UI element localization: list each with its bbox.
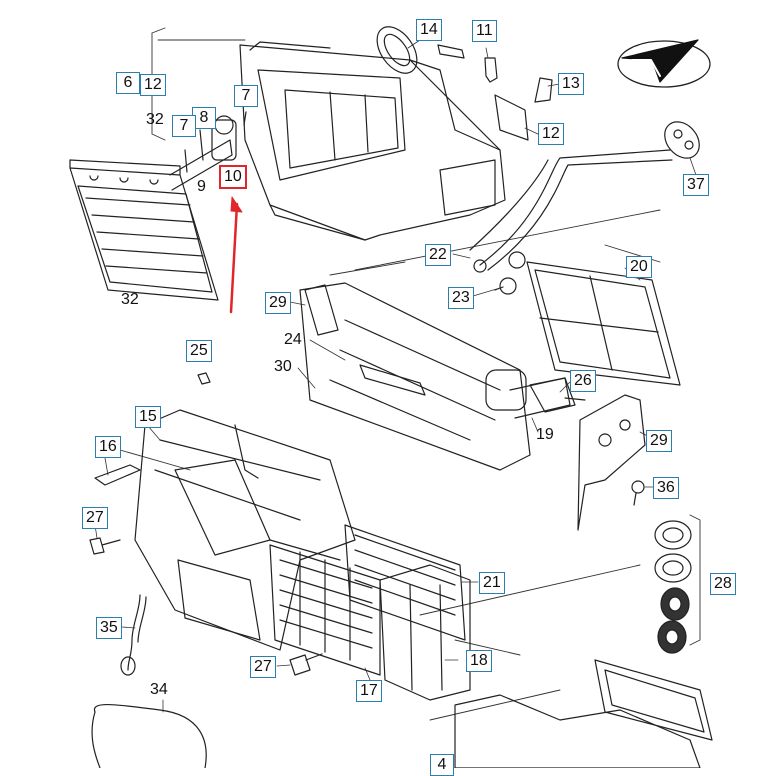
callout-20: 20 [626,256,652,278]
side-cover-right-part [577,394,646,531]
callout-13: 13 [558,73,584,95]
temp-sensor-part [89,537,323,676]
upper-distribution-housing-part [239,41,506,241]
callout-6: 6 [116,72,140,94]
callout-21: 21 [479,572,505,594]
highlight-arrow [229,196,243,314]
coolant-pipes-part [469,149,673,273]
leader-lines [94,39,697,713]
callout-18: 18 [466,650,492,672]
side-cover-left-part [304,284,339,336]
callout-29: 29 [265,292,291,314]
callout-36: 36 [653,477,679,499]
callout-32: 32 [146,111,164,128]
callout-34: 34 [150,681,168,698]
valve-assembly-part [169,111,247,191]
callout-26: 26 [570,370,596,392]
servo-motor-small-part [494,251,526,295]
grommet-part [376,26,418,74]
callout-24: 24 [284,331,302,348]
damper-rings-part [654,520,692,654]
callout-35: 35 [96,617,122,639]
callout-9: 9 [197,178,206,195]
callout-23: 23 [448,287,474,309]
bottom-housing-part [454,659,713,769]
motor-part [529,377,586,413]
frame-part [379,564,471,701]
seal-part [494,94,529,141]
callout-30: 30 [274,358,292,375]
evaporator-part [269,544,381,676]
heater-core-part [69,159,219,301]
callout-7: 7 [172,115,196,137]
callout-25: 25 [186,340,212,362]
flap-assembly-part [299,282,571,471]
bracket-part [94,464,141,486]
callout-4: 4 [430,754,454,776]
callout-7: 7 [234,85,258,107]
seal-cord-part [91,704,207,769]
clip-part [197,372,211,385]
callout-27: 27 [250,656,276,678]
heat-exchanger-part [344,524,466,641]
callout-22: 22 [425,244,451,266]
filter-frame-part [526,261,681,386]
callout-12: 12 [538,123,564,145]
callout-32: 32 [121,291,139,308]
callout-12: 12 [140,74,166,96]
screw-part [631,480,645,506]
sensor-part [437,44,553,103]
callout-19: 19 [536,426,554,443]
arrow-logo-icon [617,39,711,88]
callout-29: 29 [646,430,672,452]
callout-17: 17 [356,680,382,702]
callout-16: 16 [95,436,121,458]
callout-28: 28 [710,573,736,595]
callout-11: 11 [472,20,497,42]
callout-15: 15 [135,406,161,428]
pipe-grommet-part [664,121,700,159]
wiring-harness-part [120,594,147,676]
lower-housing-part [134,409,356,651]
callout-37: 37 [683,174,709,196]
callout-10-highlighted: 10 [219,165,247,189]
callout-27: 27 [82,507,108,529]
callout-14: 14 [416,19,442,41]
